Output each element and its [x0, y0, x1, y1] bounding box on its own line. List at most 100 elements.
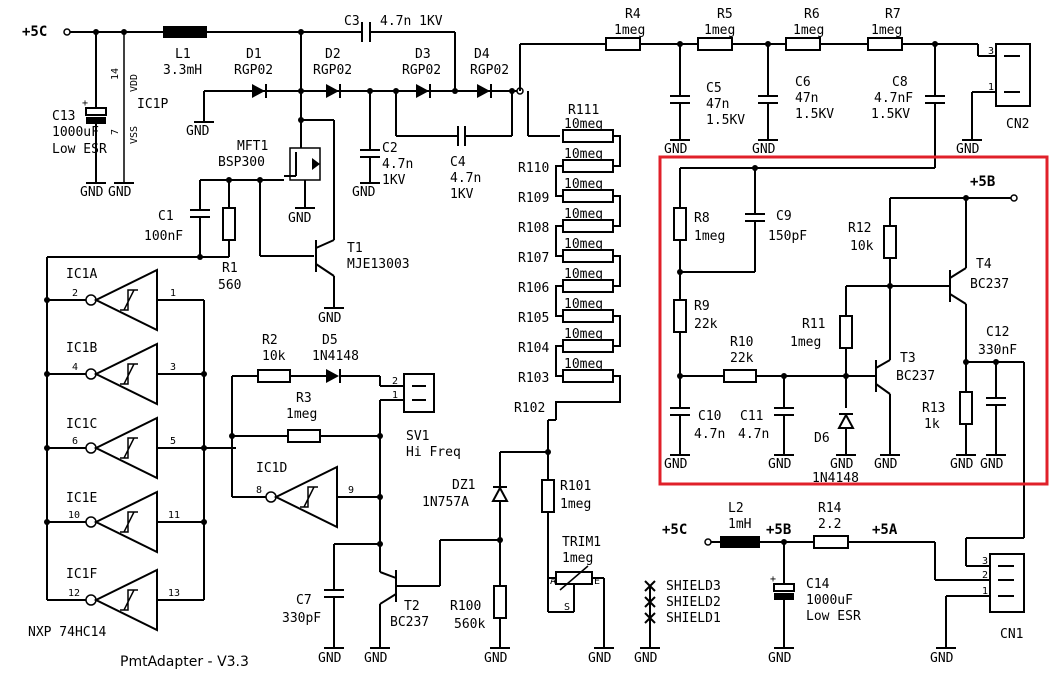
svg-text:RGP02: RGP02 [470, 63, 509, 78]
svg-text:D3: D3 [415, 47, 431, 62]
svg-text:1k: 1k [924, 417, 940, 432]
resistor-r3 [287, 429, 321, 443]
resistor-r6 [785, 37, 821, 51]
svg-text:GND: GND [752, 142, 776, 157]
svg-text:R8: R8 [694, 211, 710, 226]
svg-text:GND: GND [352, 185, 376, 200]
svg-text:10meg: 10meg [564, 117, 603, 132]
svg-text:150pF: 150pF [768, 229, 807, 244]
resistor-r12 [883, 225, 897, 259]
svg-text:IC1F: IC1F [66, 567, 97, 582]
svg-text:10meg: 10meg [564, 267, 603, 282]
resistor-r101 [541, 479, 555, 513]
svg-text:R100: R100 [450, 599, 481, 614]
svg-text:SHIELD1: SHIELD1 [666, 611, 721, 626]
gnd-ic1p: GND [108, 185, 132, 200]
svg-text:1.5KV: 1.5KV [706, 113, 745, 128]
svg-text:10meg: 10meg [564, 147, 603, 162]
svg-text:1: 1 [988, 82, 994, 93]
connector-cn1 [989, 553, 1025, 613]
svg-text:560: 560 [218, 278, 241, 293]
svg-text:VDD: VDD [129, 74, 140, 92]
svg-text:T1: T1 [347, 241, 363, 256]
svg-text:2: 2 [72, 288, 78, 299]
svg-text:10meg: 10meg [564, 357, 603, 372]
svg-text:GND: GND [664, 457, 688, 472]
svg-text:R111: R111 [568, 103, 599, 118]
svg-text:GND: GND [956, 142, 980, 157]
svg-text:3: 3 [988, 46, 994, 57]
svg-text:VSS: VSS [129, 126, 140, 144]
svg-text:R3: R3 [296, 391, 312, 406]
svg-text:1N4148: 1N4148 [312, 349, 359, 364]
c13-quality: Low ESR [52, 142, 107, 157]
svg-text:R9: R9 [694, 299, 710, 314]
shield1-mark [644, 612, 656, 624]
svg-text:R5: R5 [717, 7, 733, 22]
inverter-ic1d [273, 465, 338, 529]
svg-text:R108: R108 [518, 221, 549, 236]
svg-text:GND: GND [318, 311, 342, 326]
svg-text:D1: D1 [246, 47, 262, 62]
svg-text:1meg: 1meg [704, 23, 735, 38]
svg-text:RGP02: RGP02 [234, 63, 273, 78]
svg-text:10k: 10k [262, 349, 286, 364]
svg-text:C4: C4 [450, 155, 466, 170]
svg-text:R110: R110 [518, 161, 549, 176]
svg-text:C7: C7 [296, 593, 312, 608]
svg-text:L2: L2 [728, 501, 744, 516]
svg-text:R104: R104 [518, 341, 549, 356]
svg-text:1KV: 1KV [382, 173, 406, 188]
svg-text:R109: R109 [518, 191, 549, 206]
svg-text:GND: GND [768, 457, 792, 472]
output-filter-section: R4 1meg R5 1meg R6 1meg R7 1meg C5 47n 1… [605, 7, 1031, 168]
svg-text:9: 9 [348, 485, 354, 496]
svg-text:Low ESR: Low ESR [806, 609, 861, 624]
resistor-r5 [697, 37, 733, 51]
svg-text:R107: R107 [518, 251, 549, 266]
resistor-r7 [867, 37, 903, 51]
shield2-mark [644, 596, 656, 608]
svg-text:R13: R13 [922, 401, 945, 416]
svg-text:R7: R7 [885, 7, 901, 22]
svg-text:D2: D2 [325, 47, 341, 62]
svg-text:GND: GND [874, 457, 898, 472]
driver-section: GND MFT1 BSP300 GND T1 MJE13003 C1 100nF… [47, 32, 410, 326]
svg-text:1000uF: 1000uF [806, 593, 853, 608]
svg-text:T4: T4 [976, 257, 992, 272]
svg-text:1meg: 1meg [614, 23, 645, 38]
inverter-ic1c [93, 416, 158, 480]
connector-sv1 [403, 373, 435, 413]
svg-text:1.5KV: 1.5KV [871, 107, 910, 122]
svg-text:22k: 22k [694, 317, 718, 332]
c3-value: 4.7n 1KV [380, 14, 443, 29]
svg-text:1: 1 [392, 390, 398, 401]
svg-text:S: S [564, 602, 570, 613]
diode-d4 [477, 84, 490, 98]
svg-text:R12: R12 [848, 221, 871, 236]
rail-label-5b-top: +5B [970, 174, 995, 190]
resistor-r2 [257, 369, 291, 383]
svg-text:2: 2 [982, 570, 988, 581]
svg-text:SHIELD2: SHIELD2 [666, 595, 721, 610]
resistor-r8 [673, 207, 687, 241]
svg-text:330nF: 330nF [978, 343, 1017, 358]
l1-label: L1 [175, 47, 191, 62]
inverter-ic1a [93, 268, 158, 332]
svg-text:6: 6 [72, 436, 78, 447]
svg-text:4.7n: 4.7n [382, 157, 413, 172]
svg-text:C8: C8 [892, 75, 908, 90]
svg-text:1meg: 1meg [562, 551, 593, 566]
svg-text:GND: GND [186, 124, 210, 139]
svg-text:3: 3 [170, 362, 176, 373]
svg-text:13: 13 [168, 588, 180, 599]
svg-text:C5: C5 [706, 81, 722, 96]
svg-text:IC1E: IC1E [66, 491, 97, 506]
svg-text:1: 1 [982, 586, 988, 597]
power-output-section: +5C L2 1mH +5B R14 2.2 +5A + C14 1000uF … [634, 501, 1025, 666]
gnd-c13: GND [80, 185, 104, 200]
svg-text:1meg: 1meg [871, 23, 902, 38]
resistor-r13 [959, 391, 973, 425]
svg-text:7: 7 [110, 129, 121, 135]
inverter-ic1e [93, 490, 158, 554]
